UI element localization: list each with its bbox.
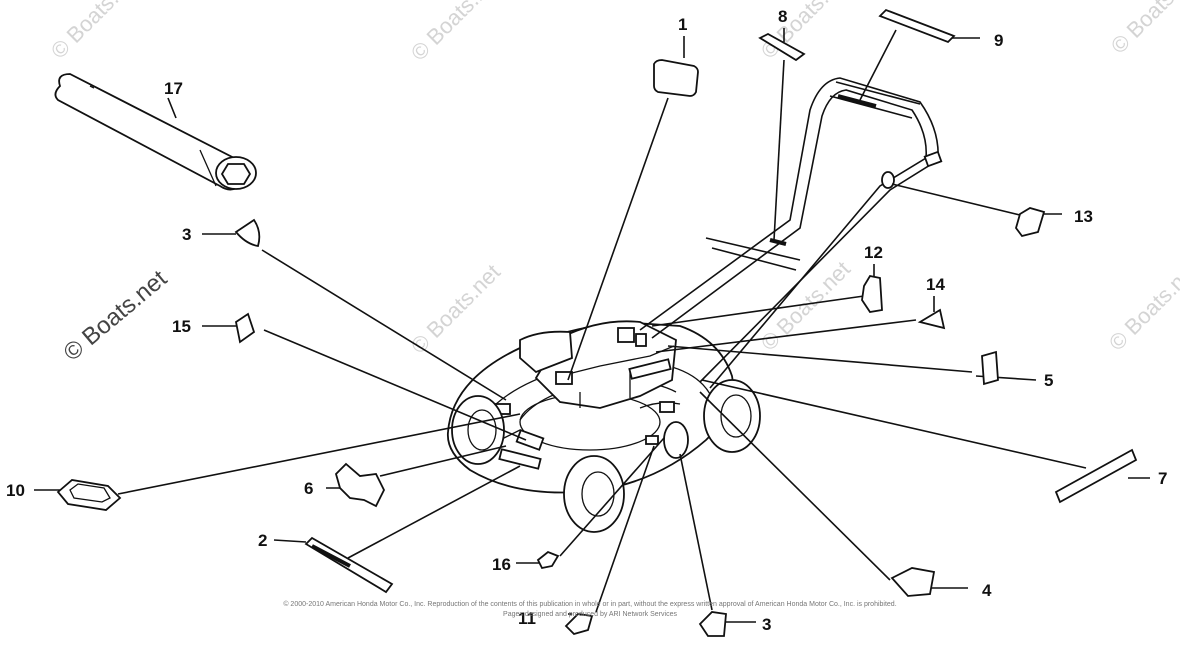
part-3a-decal	[234, 218, 261, 248]
callout-13: 13	[1074, 207, 1093, 226]
part-4-decal	[890, 567, 936, 597]
callout-17: 17	[164, 79, 183, 98]
watermark-5: © Boats.net	[406, 259, 505, 358]
callout-7: 7	[1158, 469, 1167, 488]
callout-14: 14	[926, 275, 945, 294]
callout-labels: 1 8 9 17 3 13 12 14 15 5 7 10 6 2 16 4 1…	[6, 7, 1167, 634]
part-10-decal	[56, 479, 122, 511]
copyright-line-1: © 2000-2010 American Honda Motor Co., In…	[283, 600, 896, 608]
watermark-2: © Boats.net	[406, 0, 505, 66]
copyright-line-2: Pages designed and produced by ARI Netwo…	[503, 611, 677, 618]
callout-4: 4	[982, 581, 992, 600]
mower-body	[447, 320, 734, 494]
callout-1: 1	[678, 15, 687, 34]
watermark-6: © Boats.net	[756, 256, 855, 355]
watermark-large: © Boats.net	[59, 265, 173, 367]
part-3c-decal	[698, 611, 727, 637]
callout-6: 6	[304, 479, 313, 498]
part-6-decal	[334, 462, 386, 508]
callout-2: 2	[258, 531, 267, 550]
mower-handle	[639, 77, 943, 389]
callout-3-top: 3	[182, 225, 191, 244]
callout-15: 15	[172, 317, 191, 336]
part-1-decal	[653, 59, 699, 97]
callout-9: 9	[994, 31, 1003, 50]
part-16-decal	[536, 550, 560, 570]
watermark-1: © Boats.net	[46, 0, 145, 64]
callout-11: 11	[518, 609, 536, 628]
callout-10: 10	[6, 481, 25, 500]
callout-12: 12	[864, 243, 883, 262]
watermark-7: © Boats.net	[1104, 256, 1180, 355]
part-15-decal	[234, 312, 256, 344]
part-13-decal	[1015, 207, 1046, 238]
part-9-decal	[878, 8, 956, 44]
callout-8: 8	[778, 7, 787, 26]
watermark-4: © Boats.net	[1106, 0, 1180, 59]
callout-5: 5	[1044, 371, 1053, 390]
part-11-decal	[564, 613, 594, 636]
part-8-decal	[758, 32, 806, 62]
part-5-decal	[981, 350, 999, 386]
part-17-tube	[54, 73, 257, 191]
callout-16: 16	[492, 555, 511, 574]
callout-3-bottom: 3	[762, 615, 771, 634]
part-14-decal	[917, 308, 946, 330]
mower-wheels	[451, 379, 761, 533]
decal-parts	[56, 8, 1138, 637]
part-12-decal	[861, 274, 883, 313]
part-7-decal	[1054, 448, 1138, 504]
